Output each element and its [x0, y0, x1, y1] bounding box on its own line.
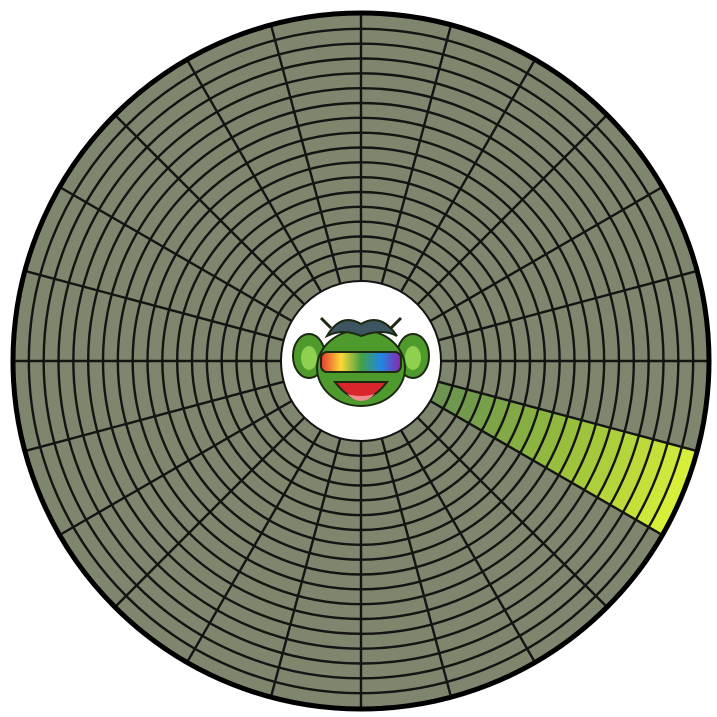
frog-right-ear-inner	[405, 346, 421, 370]
frog-left-ear-inner	[301, 346, 317, 370]
frog-visor	[321, 352, 401, 372]
